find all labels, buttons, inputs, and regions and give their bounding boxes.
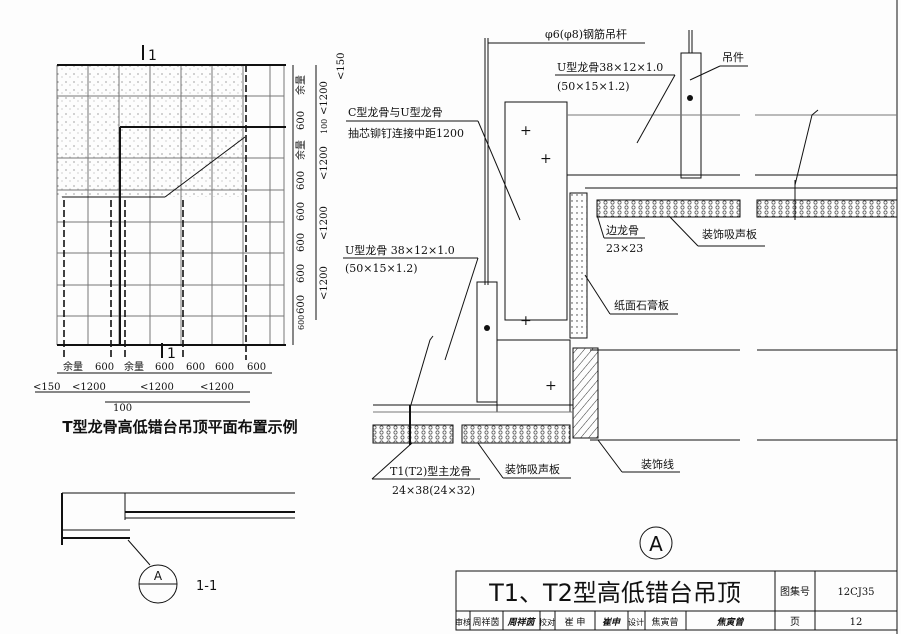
reviewer-name: 周祥茵 bbox=[472, 616, 499, 628]
label-rod: φ6(φ8)钢筋吊杆 bbox=[545, 27, 627, 41]
dim-margin: 余量 bbox=[63, 360, 83, 373]
dim-1200: <1200 bbox=[200, 382, 234, 393]
detail-a: + + + + φ6(φ8)钢筋吊杆 U型龙骨38×12×1.0 (50×15×1.… bbox=[343, 27, 898, 560]
dim-600: 600 bbox=[155, 362, 174, 373]
leader-line bbox=[164, 136, 246, 198]
label-gypsum-board: 纸面石膏板 bbox=[614, 298, 669, 312]
dim-600-last: 600 bbox=[297, 315, 306, 330]
gypsum-board bbox=[569, 192, 588, 339]
title-block: T1、T2型高低错台吊顶 图集号 12CJ35 页 12 审核 周祥茵 周祥茵 … bbox=[455, 570, 898, 631]
page-number: 12 bbox=[850, 617, 863, 628]
decorative-trim bbox=[572, 347, 599, 439]
acoustic-panel-upper bbox=[596, 199, 741, 218]
section-label: 1-1 bbox=[196, 579, 217, 594]
section-mark-top: 1 bbox=[148, 48, 157, 64]
acoustic-panel-upper-right bbox=[756, 199, 898, 218]
dim-150: <150 bbox=[336, 53, 347, 80]
atlas-number: 12CJ35 bbox=[837, 587, 874, 598]
hanger-lower bbox=[476, 281, 498, 403]
svg-text:+: + bbox=[520, 313, 532, 329]
detail-a-letter: A bbox=[649, 532, 663, 556]
dim-600: 600 bbox=[186, 362, 205, 373]
dim-1200: <1200 bbox=[319, 206, 330, 240]
detail-a-callout bbox=[639, 526, 673, 560]
page-label: 页 bbox=[790, 616, 800, 628]
label-edge-keel-size: 23×23 bbox=[606, 242, 643, 255]
dim-600: 600 bbox=[215, 362, 234, 373]
dim-1200: <1200 bbox=[319, 146, 330, 180]
label-u-keel-top: U型龙骨38×12×1.0 bbox=[557, 60, 663, 74]
plan-view: 1 1 余量 600 余量 600 600 600 600 600 600 <1… bbox=[33, 45, 347, 436]
checker-signature: 崔申 bbox=[602, 617, 621, 628]
label-trim: 装饰线 bbox=[641, 457, 674, 471]
main-keel-lines bbox=[63, 65, 247, 360]
check-label: 校对 bbox=[539, 617, 555, 627]
dim-margin: 余量 bbox=[124, 360, 144, 373]
dim-1200: <1200 bbox=[72, 382, 106, 393]
plan-title: T型龙骨高低错台吊顶平面布置示例 bbox=[62, 418, 297, 436]
dim-margin: 余量 bbox=[294, 140, 307, 160]
label-hanger: 吊件 bbox=[722, 51, 744, 64]
reviewer-signature: 周祥茵 bbox=[506, 617, 536, 628]
label-rivet-spacing: 抽芯铆钉连接中距1200 bbox=[348, 126, 464, 140]
drawing-title: T1、T2型高低错台吊顶 bbox=[488, 579, 741, 607]
label-main-keel: T1(T2)型主龙骨 bbox=[390, 464, 471, 478]
dim-600: 600 bbox=[296, 295, 307, 314]
dim-600: 600 bbox=[296, 171, 307, 190]
acoustic-panel-lower bbox=[461, 424, 571, 444]
svg-text:+: + bbox=[545, 378, 557, 394]
label-main-keel-size: 24×38(24×32) bbox=[392, 484, 475, 497]
label-u-keel-lower: U型龙骨 38×12×1.0 bbox=[345, 243, 455, 257]
dim-150: <150 bbox=[33, 382, 60, 393]
dim-100: 100 bbox=[320, 119, 329, 134]
designer-signature: 焦寅曾 bbox=[716, 617, 744, 628]
acoustic-panel-lower-left bbox=[372, 424, 454, 444]
svg-text:+: + bbox=[520, 123, 532, 139]
detail-callout-letter: A bbox=[154, 569, 163, 583]
designer-name: 焦寅曾 bbox=[651, 616, 678, 628]
dim-600: 600 bbox=[296, 233, 307, 252]
section-mark-bottom: 1 bbox=[167, 346, 176, 362]
dim-100: 100 bbox=[113, 403, 132, 414]
svg-text:+: + bbox=[540, 151, 552, 167]
c-keel bbox=[504, 101, 568, 321]
label-u-keel-top-alt: (50×15×1.2) bbox=[557, 80, 630, 93]
review-label: 审核 bbox=[455, 617, 471, 627]
label-edge-keel: 边龙骨 bbox=[606, 224, 639, 237]
design-label: 设计 bbox=[628, 617, 644, 627]
dim-1200: <1200 bbox=[319, 81, 330, 115]
checker-name: 崔 申 bbox=[565, 616, 586, 628]
dim-1200: <1200 bbox=[140, 382, 174, 393]
dim-600: 600 bbox=[247, 362, 266, 373]
atlas-label: 图集号 bbox=[780, 585, 810, 598]
label-c-u-connection: C型龙骨与U型龙骨 bbox=[348, 105, 443, 119]
dim-600: 600 bbox=[296, 264, 307, 283]
section-1-1: A 1-1 bbox=[61, 492, 295, 604]
label-u-keel-lower-alt: (50×15×1.2) bbox=[345, 262, 418, 275]
dim-1200: <1200 bbox=[319, 266, 330, 300]
label-acoustic-panel-lower: 装饰吸声板 bbox=[505, 462, 560, 476]
dim-600: 600 bbox=[296, 202, 307, 221]
dim-margin: 余量 bbox=[294, 75, 307, 95]
dim-600: 600 bbox=[95, 362, 114, 373]
label-acoustic-panel-upper: 装饰吸声板 bbox=[702, 227, 757, 241]
dim-600: 600 bbox=[296, 111, 307, 130]
